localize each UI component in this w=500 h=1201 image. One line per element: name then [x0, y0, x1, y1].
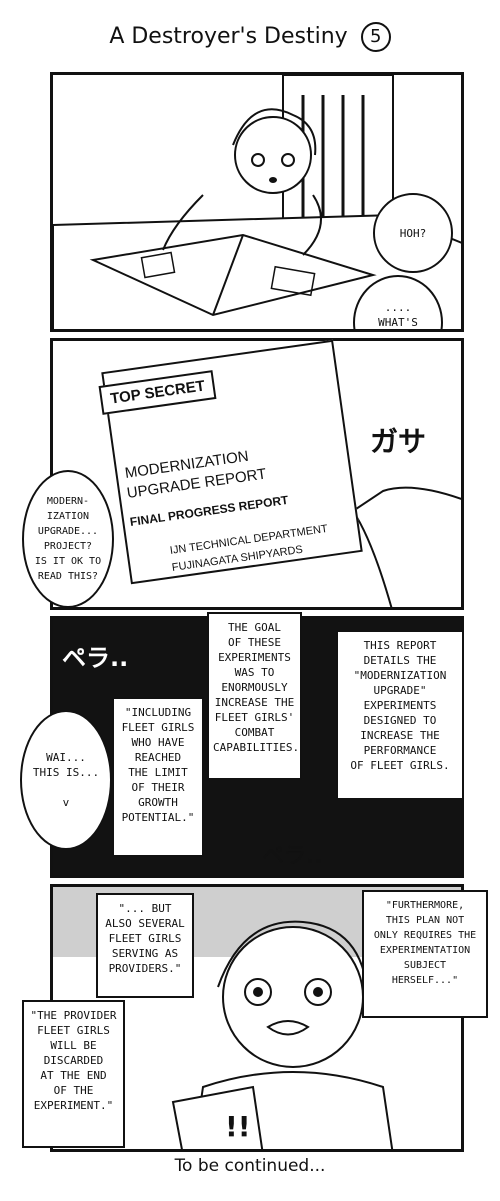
title-text: A Destroyer's Destiny: [109, 24, 348, 49]
caption-furthermore: "FURTHERMORE, THIS PLAN NOT ONLY REQUIRE…: [362, 890, 488, 1018]
panel-1: HOH? .... WHAT'S THIS?: [50, 72, 464, 332]
caption-providers: "... BUT ALSO SEVERAL FLEET GIRLS SERVIN…: [96, 893, 194, 998]
caption-report-details: THIS REPORT DETAILS THE "MODERNIZATION U…: [336, 630, 464, 800]
footer-caption: To be continued...: [174, 1156, 326, 1176]
caption-including: "INCLUDING FLEET GIRLS WHO HAVE REACHED …: [112, 697, 204, 857]
sfx-flip-1: ペラ..: [62, 644, 129, 672]
chapter-number: 5: [360, 22, 391, 52]
exclamation-mark: !!: [225, 1110, 251, 1143]
speech-bubble-wai: WAI... THIS IS... v: [20, 710, 112, 850]
panel-2-illustration: [351, 486, 461, 607]
caption-discarded: "THE PROVIDER FLEET GIRLS WILL BE DISCAR…: [22, 1000, 125, 1148]
sfx-rustle: ガサ: [370, 425, 427, 458]
speech-bubble-project: MODERN- IZATION UPGRADE... PROJECT? IS I…: [22, 470, 114, 608]
page-title: A Destroyer's Destiny 5: [0, 22, 500, 52]
caption-goal: THE GOAL OF THESE EXPERIMENTS WAS TO ENO…: [207, 612, 302, 780]
sfx-flip-2: ペラ..: [262, 844, 323, 869]
speech-bubble-hoh: HOH?: [373, 193, 453, 273]
